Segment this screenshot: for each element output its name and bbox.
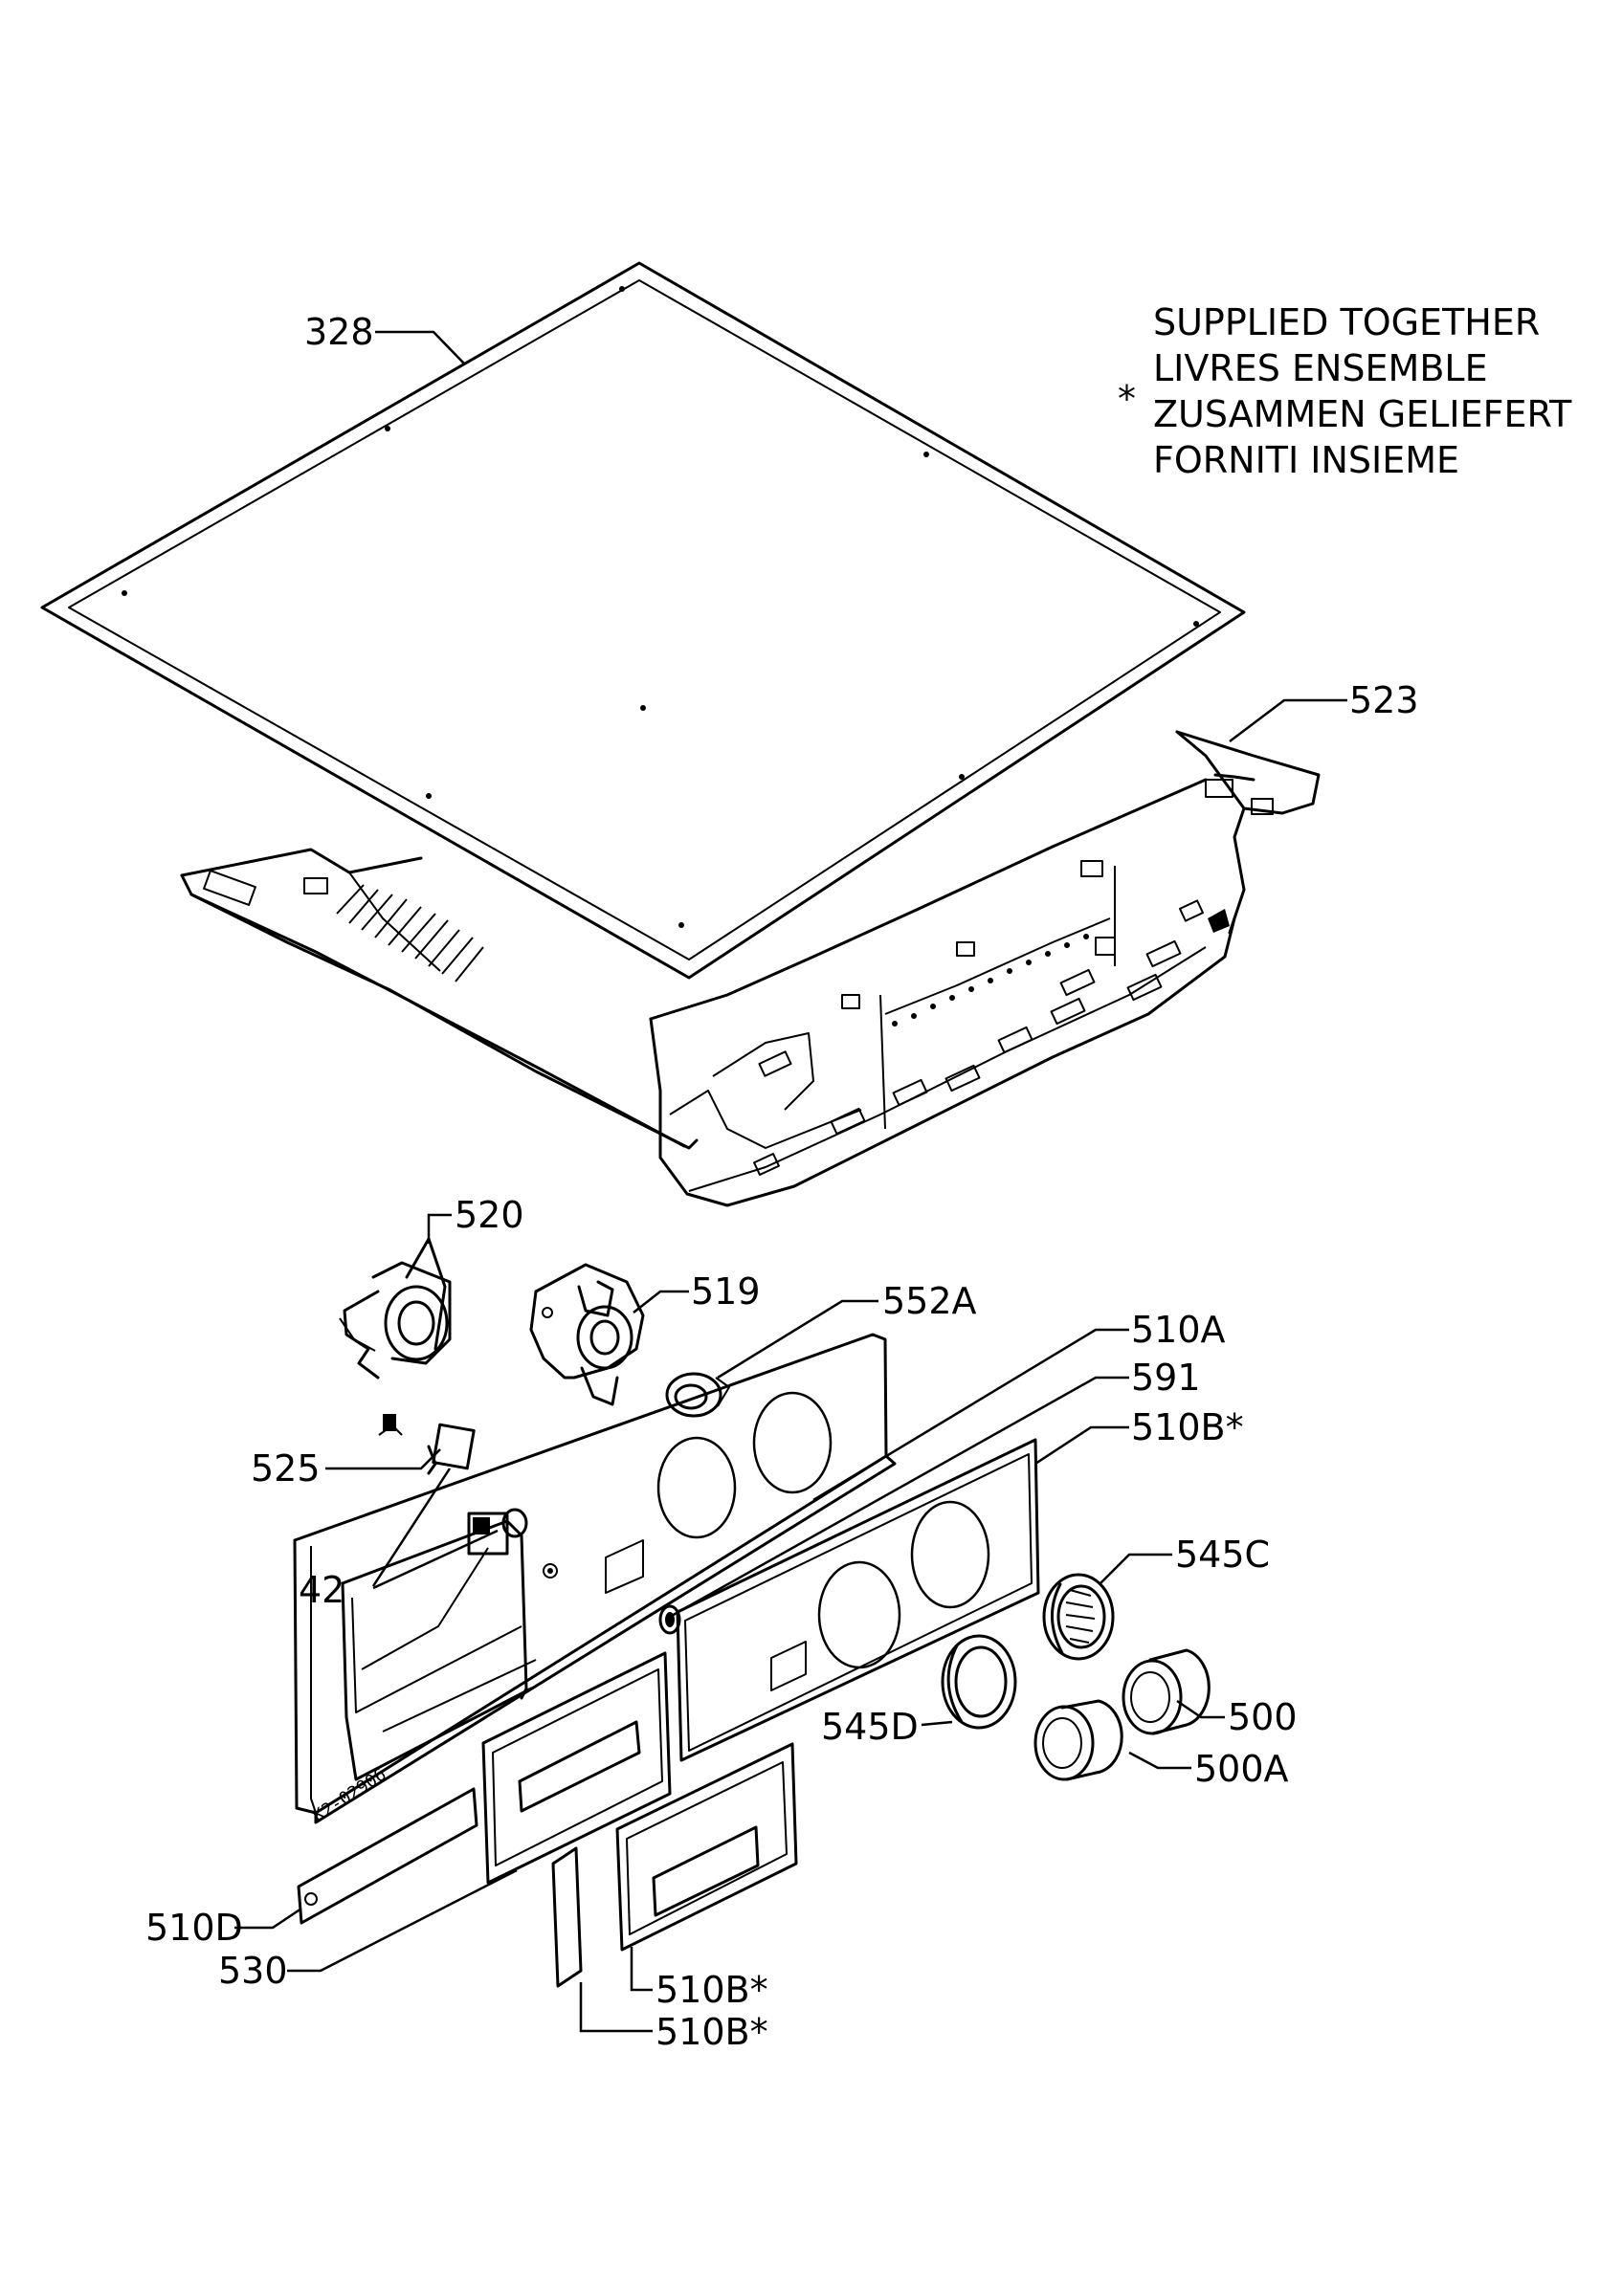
label-552a: 552A (882, 1280, 977, 1322)
part-523-housing-frame (180, 730, 1321, 1207)
part-525-components (378, 1414, 476, 1475)
part-510b-mid-strip (551, 1846, 583, 1988)
supplied-together-note: * SUPPLIED TOGETHER LIVRES ENSEMBLE ZUSA… (1118, 301, 1572, 481)
label-545d: 545D (821, 1706, 919, 1748)
note-line-4: FORNITI INSIEME (1153, 439, 1459, 481)
note-asterisk: * (1118, 378, 1136, 420)
label-591: 591 (1131, 1357, 1201, 1399)
leader-lines (234, 330, 1347, 2033)
part-545c-knob-ring (1042, 1573, 1115, 1661)
stamp-text: K2-02906 (309, 1764, 389, 1826)
part-520-switch (339, 1237, 452, 1380)
label-510d: 510D (145, 1907, 243, 1949)
part-510d-strip (297, 1787, 478, 1925)
note-line-3: ZUSAMMEN GELIEFERT (1153, 393, 1572, 435)
label-510b-top: 510B* (1131, 1406, 1244, 1448)
label-519: 519 (691, 1270, 761, 1313)
label-545c: 545C (1175, 1534, 1270, 1576)
note-line-1: SUPPLIED TOGETHER (1153, 301, 1540, 343)
part-510b-top-insert-panel (676, 1438, 1040, 1762)
label-530: 530 (218, 1950, 288, 1992)
label-328: 328 (304, 311, 374, 353)
part-labels: 328 523 520 519 552A 510A 591 510B* 525 … (145, 311, 1419, 2053)
part-519-switch (529, 1263, 645, 1406)
part-510b-low-frame (615, 1742, 798, 1952)
part-510a-fascia: K2-02906 (293, 1333, 897, 1826)
label-520: 520 (455, 1194, 524, 1236)
label-42: 42 (299, 1569, 344, 1611)
part-552a-ring (665, 1372, 730, 1418)
label-510a: 510A (1131, 1309, 1226, 1351)
label-500: 500 (1228, 1696, 1298, 1738)
label-523: 523 (1349, 679, 1419, 721)
label-510b-low: 510B* (655, 2011, 768, 2053)
label-525: 525 (251, 1447, 321, 1490)
label-500a: 500A (1194, 1748, 1289, 1790)
note-line-2: LIVRES ENSEMBLE (1153, 347, 1488, 389)
part-328-top-cover (40, 261, 1246, 980)
part-545d-knob-ring (941, 1634, 1017, 1730)
part-500-knob (1122, 1648, 1211, 1735)
part-500a-knob (1033, 1699, 1123, 1781)
label-510b-mid: 510B* (655, 1969, 768, 2011)
part-530-insert-frame (481, 1651, 672, 1885)
